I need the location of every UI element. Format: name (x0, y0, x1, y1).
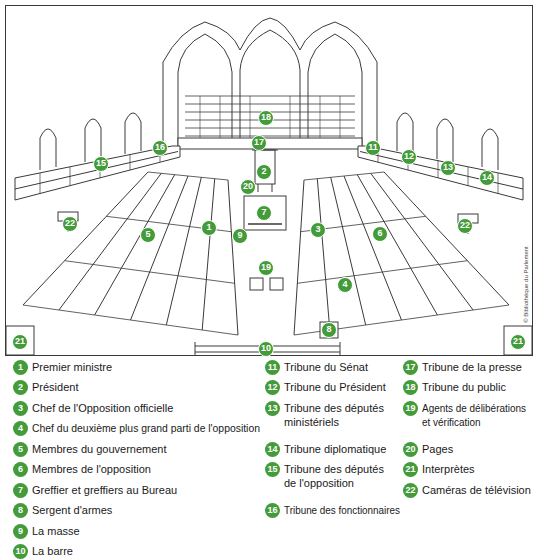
callout-number: 17 (251, 135, 267, 151)
callout-number: 8 (321, 322, 337, 338)
legend-text: Président (32, 380, 78, 394)
legend-text: Chef du deuxième plus grand parti de l'o… (32, 421, 260, 435)
legend-number: 11 (265, 360, 280, 375)
legend-number: 1 (13, 360, 28, 375)
callout-number: 5 (140, 227, 156, 243)
legend-text: Caméras de télévision (422, 483, 531, 497)
legend-number: 18 (403, 380, 418, 395)
legend-text: Chef de l'Opposition officielle (32, 401, 173, 415)
legend-number: 8 (13, 503, 28, 518)
legend-text: Interprètes (422, 462, 475, 476)
callout-number: 22 (457, 218, 473, 234)
legend-number: 7 (13, 483, 28, 498)
legend-text: Tribune des députés de l'opposition (284, 462, 396, 490)
callout-number: 6 (372, 226, 388, 242)
callout-number: 22 (62, 216, 78, 232)
callout-number: 7 (256, 205, 272, 221)
callout-number: 19 (258, 260, 274, 276)
legend-text: Tribune du Président (284, 380, 386, 394)
legend-number: 9 (13, 524, 28, 539)
legend-number: 14 (265, 442, 280, 457)
legend-text: Membres de l'opposition (32, 462, 151, 476)
legend-number: 21 (403, 462, 418, 477)
legend-number: 5 (13, 442, 28, 457)
legend-text: Tribune des députés ministériels (284, 401, 396, 429)
legend-number: 2 (13, 380, 28, 395)
legend-number: 12 (265, 380, 280, 395)
legend-text: Sergent d'armes (32, 503, 112, 517)
legend-text: Agents de délibérations et vérification (422, 401, 536, 429)
legend-number: 15 (265, 462, 280, 477)
legend-text: La barre (32, 544, 73, 558)
callout-number: 15 (93, 156, 109, 172)
legend-text: Premier ministre (32, 360, 112, 374)
watermark: © Bibliothèque du Parlement (523, 246, 530, 322)
callout-number: 13 (440, 160, 456, 176)
legend-number: 10 (13, 544, 28, 559)
legend-number: 3 (13, 401, 28, 416)
callout-number: 9 (232, 228, 248, 244)
legend-number: 20 (403, 442, 418, 457)
callout-number: 3 (310, 222, 326, 238)
legend-text: Membres du gouvernement (32, 442, 167, 456)
callout-number: 10 (258, 341, 274, 357)
callout-number: 21 (12, 334, 28, 350)
legend-text: Tribune du public (422, 380, 506, 394)
legend-number: 19 (403, 401, 418, 416)
legend-text: Tribune diplomatique (284, 442, 386, 456)
callout-number: 1 (201, 220, 217, 236)
legend-number: 13 (265, 401, 280, 416)
legend-text: Tribune du Sénat (284, 360, 368, 374)
legend-text: Pages (422, 442, 453, 456)
callout-number: 4 (337, 277, 353, 293)
legend-text: Tribune des fonctionnaires (284, 503, 400, 517)
callout-number: 2 (256, 164, 272, 180)
callout-number: 20 (240, 179, 256, 195)
callout-number: 14 (479, 170, 495, 186)
legend-number: 6 (13, 462, 28, 477)
legend-text: La masse (32, 524, 80, 538)
callout-number: 16 (152, 140, 168, 156)
legend-number: 17 (403, 360, 418, 375)
legend-number: 22 (403, 483, 418, 498)
legend-text: Greffier et greffiers au Bureau (32, 483, 177, 497)
callout-number: 18 (258, 110, 274, 126)
callout-number: 11 (365, 140, 381, 156)
legend-number: 16 (265, 503, 280, 518)
legend-number: 4 (13, 421, 28, 436)
callout-number: 21 (510, 334, 526, 350)
callout-number: 12 (401, 149, 417, 165)
legend-text: Tribune de la presse (422, 360, 522, 374)
